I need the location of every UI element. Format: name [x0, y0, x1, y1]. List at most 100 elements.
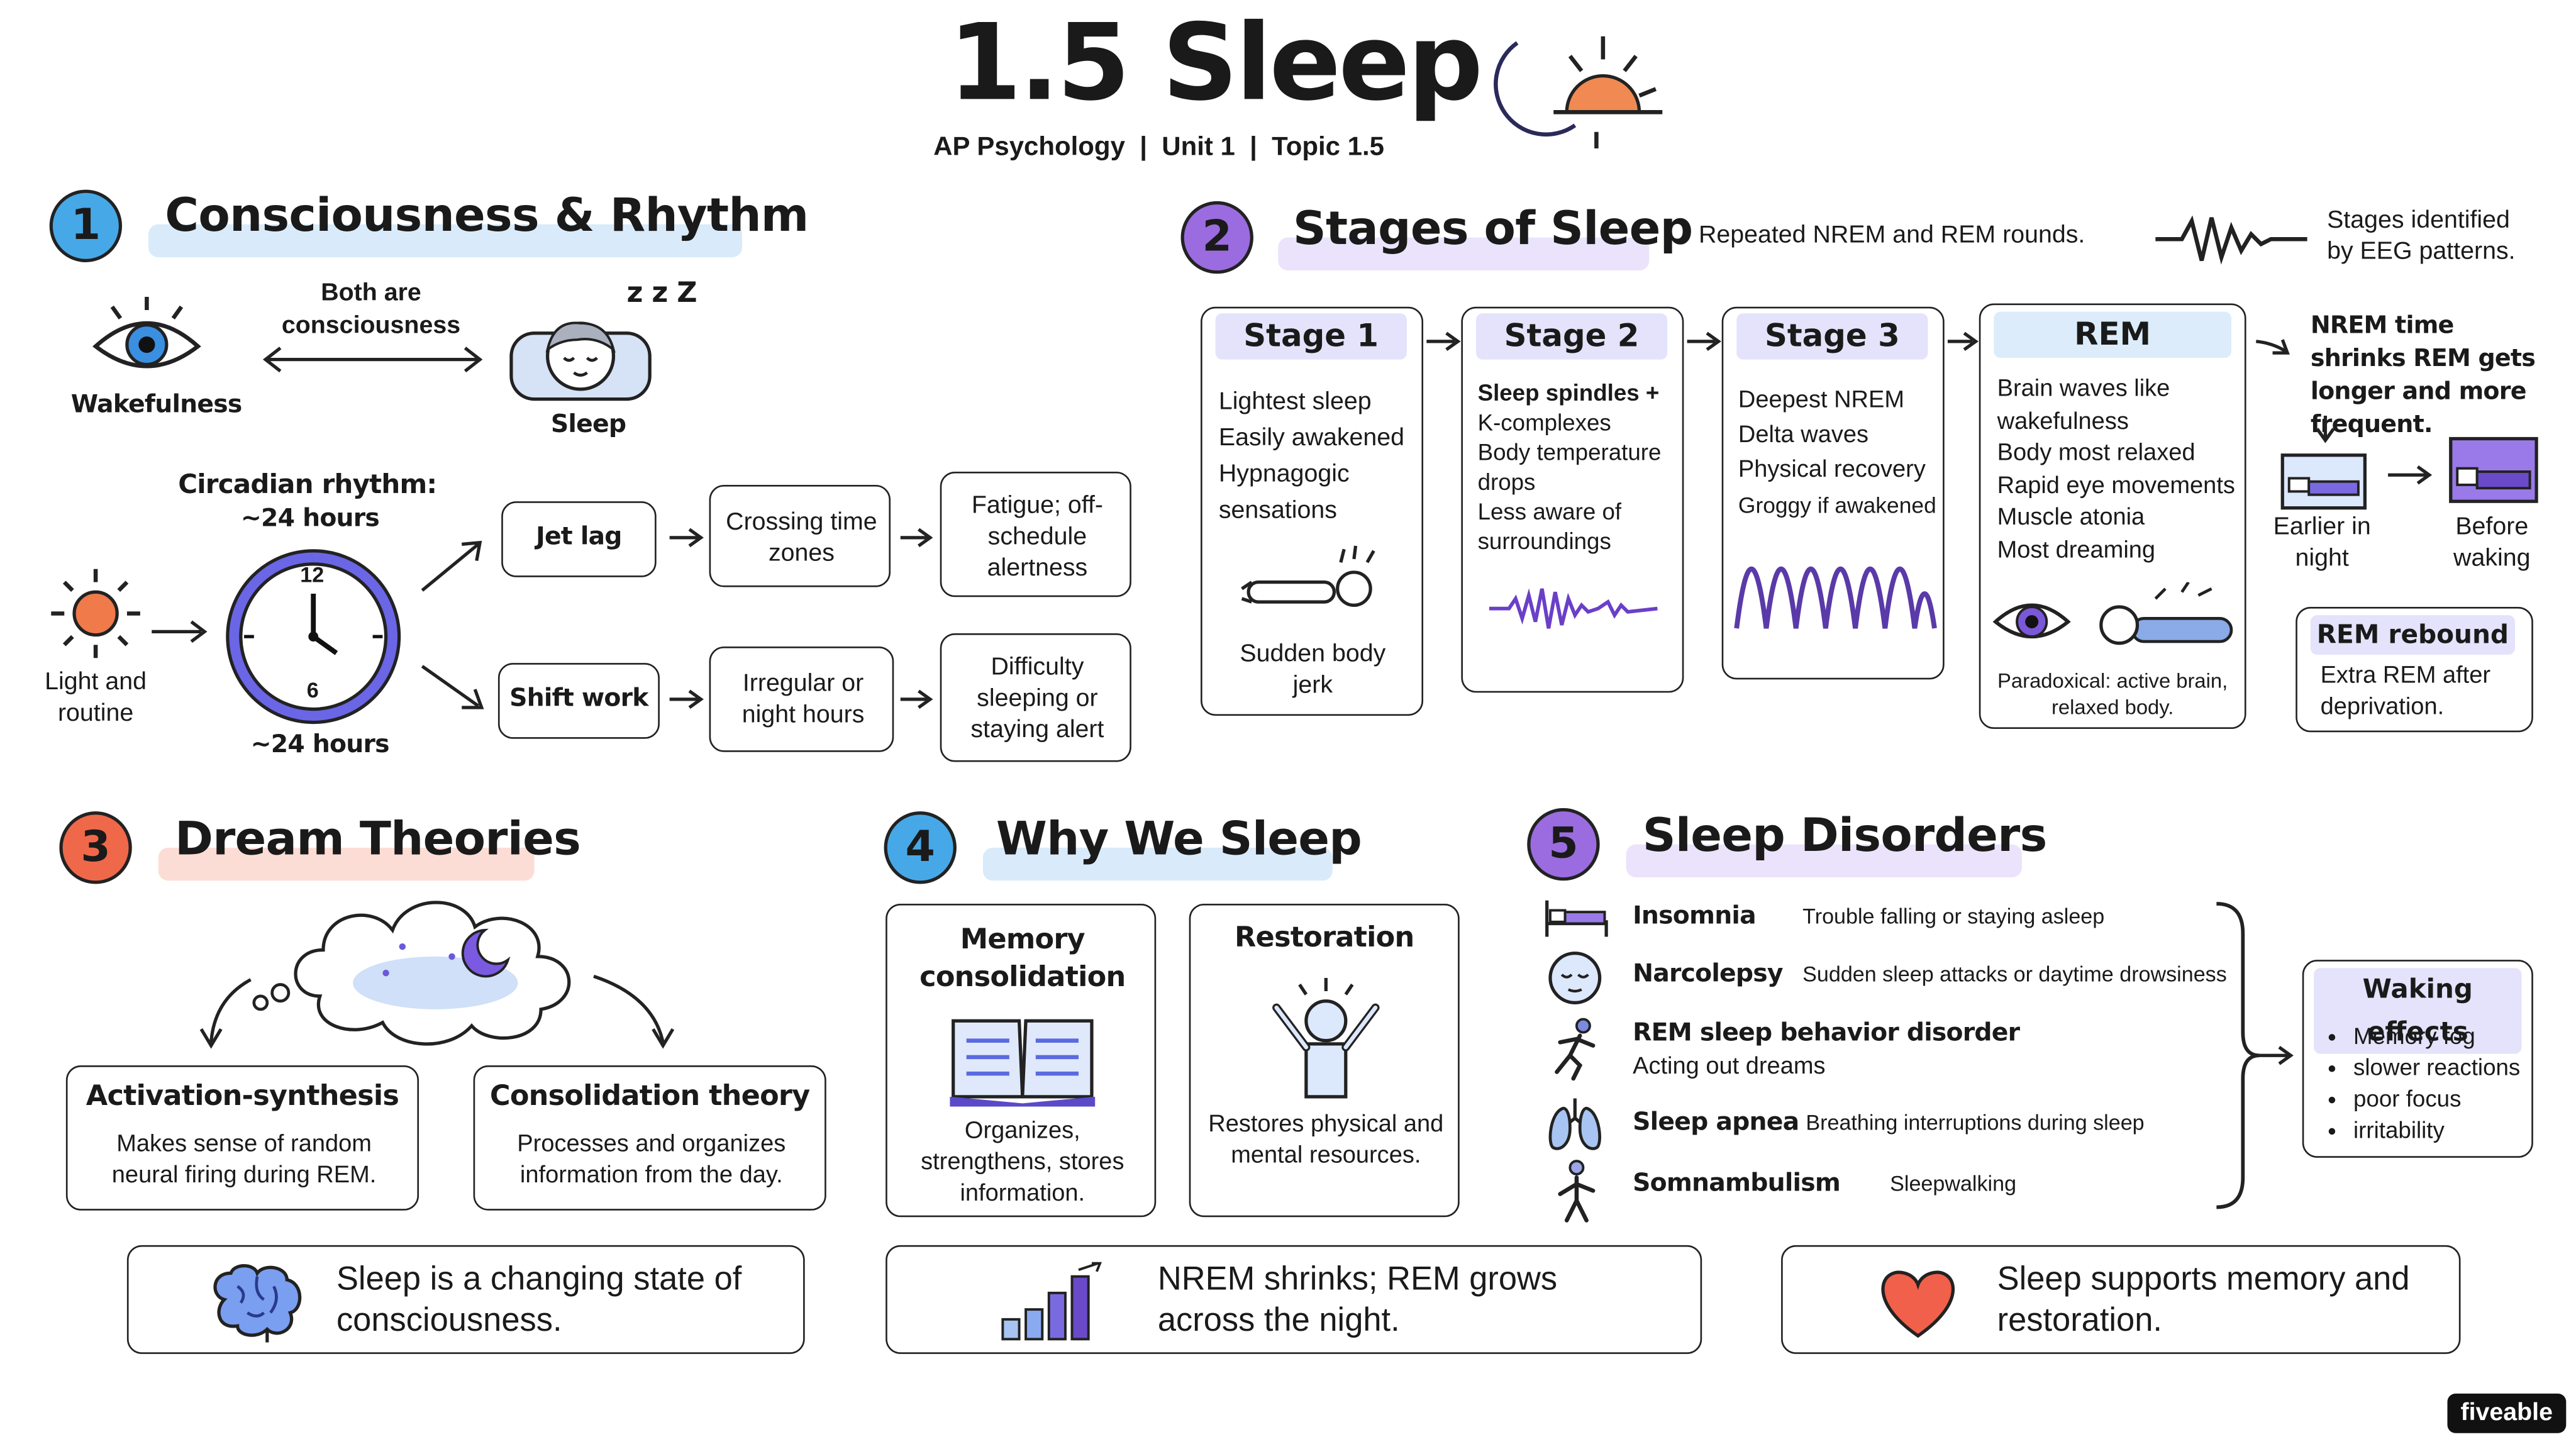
section-5-badge: 5	[1527, 808, 1600, 881]
section-2-badge: 2	[1180, 201, 1253, 274]
person-cheering-icon	[1272, 978, 1380, 1099]
rem-rebound-title: REM rebound	[2310, 615, 2516, 655]
disorder-rbd-name: REM sleep behavior disorder	[1633, 1017, 2020, 1048]
brand-logo: fiveable	[2447, 1393, 2566, 1433]
bed-icon	[1545, 900, 1608, 937]
section-4-highlight	[982, 847, 1333, 881]
rem-rebound-text: Extra REM after deprivation.	[2320, 663, 2491, 721]
light-routine-label: Light and routine	[45, 668, 147, 728]
stages-note: Repeated NREM and REM rounds.	[1698, 221, 2085, 249]
consolidation-card: Consolidation theory Processes and organ…	[473, 1065, 826, 1211]
below-24-label: ~24 hours	[250, 729, 390, 759]
section-3-highlight	[158, 847, 535, 881]
disorder-apnea-name: Sleep apnea	[1633, 1106, 1799, 1136]
disorder-insomnia-name: Insomnia	[1633, 900, 1757, 930]
rem-eye-icon	[1992, 603, 2071, 639]
disorder-narcolepsy-name: Narcolepsy	[1633, 958, 1783, 988]
fatigue-box: Fatigue; off-schedule alertness	[940, 471, 1131, 597]
section-2-highlight	[1278, 237, 1650, 271]
disorder-somnambulism-desc: Sleepwalking	[1890, 1170, 2017, 1196]
stage-2-title: Stage 2	[1475, 313, 1668, 360]
zzz-label: z z Z	[626, 277, 697, 310]
section-1-highlight	[148, 224, 743, 258]
bed-large-icon	[2449, 436, 2538, 503]
section-3-title: Dream Theories	[174, 811, 581, 866]
walking-person-icon	[1558, 1160, 1596, 1223]
waking-effects-box: Waking effects Memory fogslower reaction…	[2302, 960, 2533, 1158]
moon-sun-icon	[1494, 36, 1663, 149]
circadian-label: Circadian rhythm:	[178, 468, 437, 500]
sleepy-face-icon	[1548, 952, 1602, 1004]
restoration-card: Restoration Restores physical and mental…	[1189, 904, 1460, 1218]
memory-card: Memory consolidation Organizes, strength…	[886, 904, 1157, 1218]
disorder-narcolepsy-desc: Sudden sleep attacks or daytime drowsine…	[1802, 961, 2227, 987]
disorder-apnea-desc: Breathing interruptions during sleep	[1806, 1109, 2145, 1135]
difficulty-box: Difficulty sleeping or staying alert	[940, 633, 1131, 762]
page-subtitle: AP Psychology | Unit 1 | Topic 1.5	[933, 133, 1384, 162]
irregular-box: Irregular or night hours	[709, 646, 894, 752]
wakefulness-label: Wakefulness	[70, 389, 243, 419]
section-1-arrows	[152, 528, 933, 709]
activation-synthesis-card: Activation-synthesis Makes sense of rand…	[65, 1065, 419, 1211]
shrink-note: NREM time shrinks REM gets longer and mo…	[2310, 313, 2536, 439]
jet-lag-box: Jet lag	[501, 501, 657, 577]
takeaway-3-box: Sleep supports memory and restoration.	[1781, 1245, 2461, 1354]
shift-work-box: Shift work	[497, 663, 660, 739]
brain-icon	[213, 1264, 302, 1343]
stage-1-title: Stage 1	[1215, 313, 1407, 360]
book-icon	[950, 1019, 1096, 1107]
double-arrow	[262, 347, 483, 373]
clock-6-label: 6	[306, 677, 319, 703]
section-4-title: Why We Sleep	[996, 811, 1362, 866]
section-1-badge: 1	[49, 189, 123, 262]
disorder-somnambulism-name: Somnambulism	[1633, 1167, 1841, 1197]
takeaway-2-box: NREM shrinks; REM grows across the night…	[886, 1245, 1702, 1354]
stage-3-title: Stage 3	[1736, 313, 1928, 360]
bed-small-icon	[2280, 453, 2367, 510]
spindle-wave-icon	[1489, 588, 1658, 629]
waking-effects-list: Memory fogslower reactionspoor focusirri…	[2324, 1021, 2568, 1146]
eye-icon	[92, 297, 201, 369]
dream-cloud-icon	[199, 901, 675, 1049]
crossing-box: Crossing time zones	[709, 484, 891, 587]
before-label: Before waking	[2453, 513, 2531, 572]
sleep-label: Sleep	[550, 409, 626, 439]
earlier-label: Earlier in night	[2273, 513, 2371, 572]
circadian-24-label: ~24 hours	[240, 502, 380, 533]
sleeping-person-icon	[1241, 545, 1375, 608]
running-person-icon	[1555, 1018, 1596, 1081]
brace-arrow	[2216, 902, 2294, 1209]
section-5-highlight	[1626, 844, 2022, 878]
sleeping-face-icon	[509, 321, 652, 401]
section-1-title: Consciousness & Rhythm	[165, 187, 809, 243]
clock-12-label: 12	[300, 562, 325, 587]
both-consciousness-label: Both are consciousness	[281, 279, 461, 340]
takeaway-1-box: Sleep is a changing state of consciousne…	[126, 1245, 805, 1354]
cycle-arrows	[2316, 415, 2433, 485]
waking-effects-title: Waking effects	[2314, 968, 2522, 1054]
disorder-rbd-desc: Acting out dreams	[1633, 1053, 1826, 1080]
rem-sleeper-icon	[2099, 582, 2233, 645]
rem-rebound-box: REM rebound Extra REM after deprivation.	[2296, 607, 2533, 733]
eeg-wave-icon	[2155, 215, 2307, 265]
section-3-badge: 3	[59, 811, 132, 884]
stage-arrows	[1426, 331, 2290, 355]
sun-icon	[51, 569, 140, 658]
page-title: 1.5 Sleep	[948, 3, 1483, 126]
heart-icon	[1881, 1270, 1955, 1338]
section-5-title: Sleep Disorders	[1642, 808, 2048, 863]
section-4-badge: 4	[884, 811, 957, 884]
delta-wave-icon	[1734, 567, 1937, 629]
stage-1-caption: Sudden body jerk	[1240, 640, 1386, 699]
bar-chart-icon	[1001, 1262, 1102, 1341]
rem-title: REM	[1994, 311, 2231, 358]
disorder-insomnia-desc: Trouble falling or staying asleep	[1802, 904, 2105, 929]
